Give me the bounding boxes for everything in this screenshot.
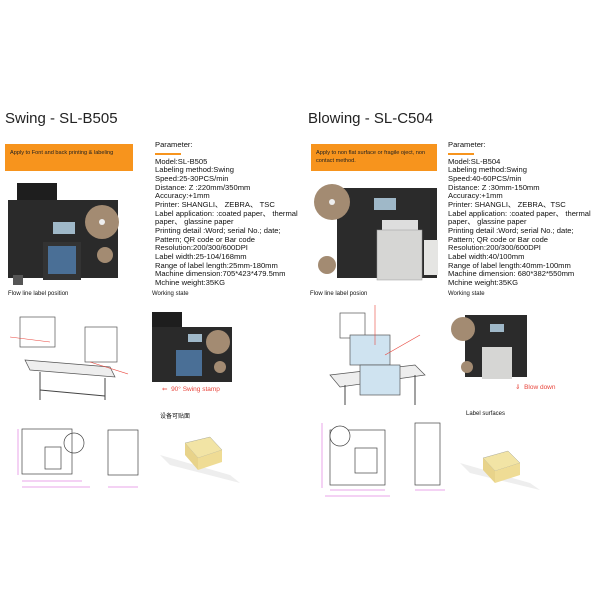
param-line: Range of label length:40mm-100mm: [448, 260, 571, 270]
right-surfaces-caption: Label surfaces: [466, 411, 506, 417]
param-line: Printer: SHANGLI、 ZEBRA、 TSC: [155, 199, 275, 209]
left-flow-line-drawing: [9, 316, 129, 400]
param-line: Label width:40/100mm: [448, 251, 525, 261]
param-line: Accuracy:+1mm: [448, 191, 503, 201]
param-line: Label width:25-104/168mm: [155, 251, 247, 261]
action-text: 90° Swing stamp: [171, 386, 220, 393]
param-line: Pattern; QR code or Bar code: [155, 234, 256, 244]
param-line: Mchine weight:35KG: [155, 277, 226, 287]
right-params: Parameter: Model:SL-B504 Labeling method…: [448, 140, 591, 288]
param-line: Machine dimension: 680*382*550mm: [448, 269, 575, 279]
left-title: Swing - SL-B505: [5, 110, 118, 127]
left-flow-caption: Flow line label position: [8, 291, 69, 297]
arrow-down-icon: ⇓: [515, 384, 525, 391]
param-line: Label application: :coated paper、 therma…: [448, 208, 591, 218]
right-param-heading: Parameter:: [448, 140, 591, 154]
left-working-caption: Working state: [152, 291, 189, 297]
param-line: Label application: :coated paper、 therma…: [155, 208, 298, 218]
param-line: paper、 glassine paper: [155, 217, 234, 227]
left-param-heading: Parameter:: [155, 140, 298, 154]
param-line: Accuracy:+1mm: [155, 191, 210, 201]
swing-labeler-image: [8, 183, 119, 285]
param-line: Speed:40-60PCS/min: [448, 173, 522, 183]
right-working-caption: Working state: [448, 291, 485, 297]
left-params: Parameter: Model:SL-B505 Labeling method…: [155, 140, 298, 288]
left-dimension-drawings: [17, 428, 240, 488]
right-note-banner: Apply to non flat surface or fragile oje…: [311, 144, 437, 171]
param-line: Range of label length:25mm-180mm: [155, 260, 278, 270]
param-line: Model:SL-B505: [155, 156, 208, 166]
param-line: Mchine weight:35KG: [448, 277, 519, 287]
right-title: Blowing - SL-C504: [308, 110, 434, 127]
left-note-banner: Apply to Font and back printing & labeli…: [5, 144, 133, 171]
left-working-state-image: [152, 312, 232, 382]
param-line: Machine dimension:705*423*479.5mm: [155, 269, 286, 279]
param-line: Printing detail :Word; serial No.; date;: [448, 225, 574, 235]
blowing-labeler-image: [314, 184, 438, 281]
param-line: Distance: Z :30mm-150mm: [448, 182, 540, 192]
param-line: Printer: SHANGLI、 ZEBRA、TSC: [448, 199, 566, 209]
right-dimension-drawings: [321, 422, 540, 497]
param-line: Speed:25-30PCS/min: [155, 173, 229, 183]
param-line: Printing detail :Word; serial No.; date;: [155, 225, 281, 235]
arrow-left-icon: ⇐: [162, 386, 172, 393]
action-text: Blow down: [524, 384, 556, 391]
param-line: paper、 glassine paper: [448, 217, 527, 227]
param-line: Labeling method:Swing: [155, 165, 234, 175]
param-line: Resolution:200/300/600DPI: [448, 243, 541, 253]
param-line: Model:SL-B504: [448, 156, 501, 166]
left-action-label: ⇐ 90° Swing stamp: [162, 385, 220, 393]
param-line: Pattern; QR code or Bar code: [448, 234, 549, 244]
right-action-label: ⇓ Blow down: [515, 383, 556, 391]
param-line: Distance: Z :220mm/350mm: [155, 182, 251, 192]
right-working-state-image: [451, 315, 527, 379]
left-surfaces-caption: 设备可贴面: [160, 414, 191, 420]
right-flow-line-drawing: [329, 305, 426, 405]
right-flow-caption: Flow line label posion: [310, 291, 368, 297]
param-line: Labeling method:Swing: [448, 165, 527, 175]
param-line: Resolution:200/300/600DPI: [155, 243, 248, 253]
